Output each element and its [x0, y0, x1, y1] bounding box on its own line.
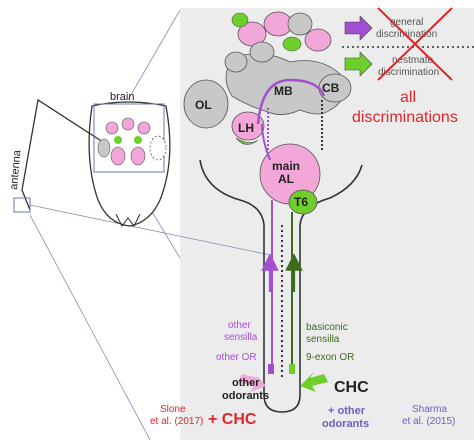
legend: general discrimination nestmate discrimi… — [342, 7, 474, 126]
mini-brain-green-2 — [134, 136, 142, 144]
antenna-label: antenna — [8, 149, 23, 191]
basiconic-sensilla-1: basiconic — [306, 322, 348, 333]
purple-tract-mb — [256, 78, 326, 125]
odorant-arrow-pink — [238, 372, 266, 392]
other-or-label: other OR — [216, 352, 257, 363]
legend-all-1: all — [400, 89, 416, 106]
legend-nestmate-1: nestmate — [392, 55, 434, 66]
purple-tract-lh — [261, 123, 271, 161]
green-receptor — [289, 364, 295, 374]
mini-brain-green-1 — [114, 136, 122, 144]
zoom-line-antenna-bottom — [29, 214, 151, 440]
mini-brain-ol-right — [149, 135, 167, 161]
other-odorants-2: odorants — [222, 390, 269, 402]
chc-label: CHC — [334, 379, 369, 396]
t6-label: T6 — [294, 195, 308, 209]
main-al-label-1: main — [272, 159, 300, 173]
optic-lobe — [183, 79, 229, 129]
sharma-citation-1: Sharma — [412, 404, 447, 415]
legend-all-2: discriminations — [352, 109, 458, 126]
odorant-arrow-green — [300, 372, 328, 392]
plus-other-odorants-2: odorants — [322, 418, 369, 430]
mini-brain-gray-left — [97, 138, 111, 158]
zoom-line-top — [127, 9, 181, 101]
slone-citation-2: et al. (2017) — [150, 416, 203, 427]
brain-label: brain — [110, 91, 134, 103]
sharma-citation-2: et al. (2015) — [402, 416, 455, 427]
t6-cluster — [288, 189, 318, 215]
ol-label: OL — [195, 98, 212, 112]
calyx-pink-3 — [304, 28, 332, 52]
lateral-horn — [231, 111, 265, 141]
other-sensilla-1: other — [228, 320, 251, 331]
antenna-zoom-box — [13, 197, 31, 213]
basiconic-sensilla-2: sensilla — [306, 334, 340, 345]
zoom-line-antenna-top — [29, 204, 271, 256]
other-odorants-1: other — [232, 377, 260, 389]
brain-zoom-box — [93, 103, 165, 173]
mini-brain-pink-2 — [121, 117, 135, 131]
other-sensilla-2: sensilla — [224, 332, 258, 343]
mini-brain-al-right — [130, 146, 146, 166]
mushroom-body-calyces — [224, 11, 332, 73]
mini-brain-al-left — [110, 146, 126, 166]
legend-nestmate-2: discrimination — [378, 67, 439, 78]
legend-cross-2 — [377, 7, 453, 81]
calyx-green-2 — [282, 36, 302, 52]
mini-brain-pink-1 — [105, 121, 119, 135]
mini-brain-pink-3 — [137, 121, 151, 135]
antenna — [21, 98, 107, 211]
legend-general-1: general — [390, 17, 423, 28]
calyx-green-1 — [231, 12, 249, 28]
lh-label: LH — [238, 121, 254, 135]
plus-other-odorants-1: + other — [328, 405, 366, 417]
mandibles — [115, 213, 141, 227]
purple-receptor — [268, 364, 274, 374]
nine-exon-or-label: 9-exon OR — [306, 352, 354, 363]
plus-chc-label: + CHC — [208, 411, 257, 428]
calyx-gray-3 — [224, 51, 248, 73]
protocerebrum — [225, 53, 344, 115]
calyx-gray-2 — [249, 41, 275, 63]
mb-label: MB — [274, 84, 293, 98]
antennal-nerve-outline — [199, 159, 363, 413]
lateral-horn-green — [235, 137, 259, 145]
legend-arrow-purple — [344, 15, 373, 41]
ant-head-small: brain antenna — [8, 91, 171, 227]
main-al-label-2: AL — [278, 172, 294, 186]
slone-citation-1: Slone — [160, 404, 186, 415]
legend-arrow-green — [344, 51, 373, 77]
cb-label: CB — [322, 81, 340, 95]
calyx-gray-1 — [287, 12, 313, 36]
